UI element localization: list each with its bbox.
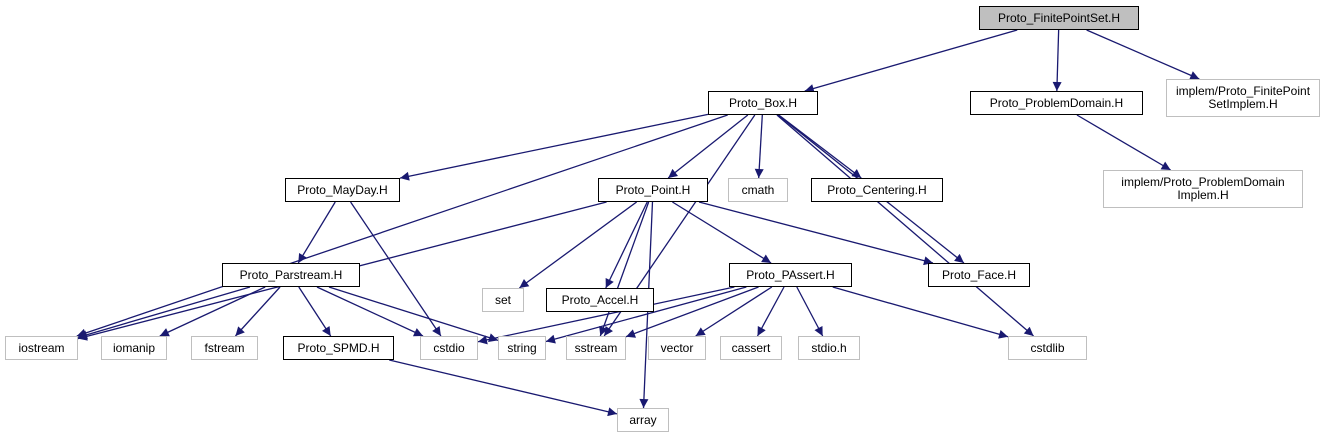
node-label: Proto_FinitePointSet.H: [997, 10, 1121, 25]
edge-box-to-cmath: [754, 114, 764, 179]
node-label: Proto_Point.H: [615, 182, 691, 197]
edge-finitepointset-to-fpsimplem: [1086, 29, 1200, 80]
edge-finitepointset-to-problemdomain: [1052, 29, 1062, 92]
node-string: string: [498, 336, 546, 360]
node-sstream: sstream: [566, 336, 626, 360]
edge-spmd-to-array: [389, 359, 618, 417]
node-fstream: fstream: [191, 336, 258, 360]
edge-mayday-to-cstdio: [350, 201, 442, 337]
edge-box-to-mayday: [399, 113, 709, 181]
node-vector: vector: [648, 336, 706, 360]
node-box[interactable]: Proto_Box.H: [708, 91, 818, 115]
node-cmath: cmath: [728, 178, 788, 202]
node-set: set: [482, 288, 524, 312]
node-label: fstream: [204, 340, 245, 355]
node-label: implem/Proto_FinitePoint SetImplem.H: [1175, 84, 1311, 111]
node-face[interactable]: Proto_Face.H: [928, 263, 1030, 287]
node-label: Proto_ProblemDomain.H: [989, 95, 1124, 110]
node-iostream: iostream: [5, 336, 78, 360]
edge-passert-to-sstream: [625, 286, 759, 338]
node-label: Proto_Accel.H: [561, 292, 639, 307]
node-label: sstream: [574, 340, 618, 355]
node-accel[interactable]: Proto_Accel.H: [546, 288, 654, 312]
edge-problemdomain-to-pdimplem: [1076, 114, 1171, 171]
node-point[interactable]: Proto_Point.H: [598, 178, 708, 202]
node-label: Proto_Centering.H: [827, 182, 927, 197]
edge-parstream-to-string: [328, 286, 499, 342]
edge-box-to-centering: [778, 114, 862, 179]
node-label: Proto_Parstream.H: [239, 267, 343, 282]
node-pdimplem: implem/Proto_ProblemDomain Implem.H: [1103, 170, 1303, 208]
edge-passert-to-stdioh: [796, 286, 824, 337]
edge-point-to-face: [698, 201, 934, 266]
edge-passert-to-cassert: [756, 286, 785, 337]
node-label: cstdio: [433, 340, 465, 355]
edge-passert-to-string: [545, 286, 747, 344]
node-iomanip: iomanip: [101, 336, 167, 360]
node-stdioh: stdio.h: [798, 336, 860, 360]
edge-mayday-to-parstream: [297, 201, 336, 264]
node-label: set: [494, 292, 511, 307]
node-label: cassert: [731, 340, 771, 355]
node-label: iomanip: [112, 340, 156, 355]
edge-box-to-cstdlib: [776, 114, 1034, 337]
edge-parstream-to-spmd: [298, 286, 332, 337]
node-label: implem/Proto_ProblemDomain Implem.H: [1121, 175, 1285, 202]
edge-point-to-accel: [605, 201, 648, 289]
edge-parstream-to-iomanip: [159, 286, 266, 337]
edge-point-to-passert: [672, 201, 772, 264]
edge-box-to-iostream: [76, 114, 728, 338]
node-label: cmath: [741, 182, 775, 197]
node-label: Proto_SPMD.H: [297, 340, 380, 355]
edge-passert-to-vector: [695, 286, 773, 337]
node-parstream[interactable]: Proto_Parstream.H: [222, 263, 360, 287]
node-label: string: [507, 340, 537, 355]
node-label: stdio.h: [811, 340, 847, 355]
node-label: vector: [660, 340, 694, 355]
node-label: Proto_PAssert.H: [746, 267, 835, 282]
node-mayday[interactable]: Proto_MayDay.H: [285, 178, 400, 202]
edge-parstream-to-cstdio: [316, 286, 424, 337]
node-label: Proto_Face.H: [941, 267, 1017, 282]
node-label: array: [629, 412, 657, 427]
node-passert[interactable]: Proto_PAssert.H: [729, 263, 852, 287]
node-cstdio: cstdio: [420, 336, 478, 360]
node-fpsimplem: implem/Proto_FinitePoint SetImplem.H: [1166, 79, 1320, 117]
node-cassert: cassert: [720, 336, 782, 360]
node-cstdlib: cstdlib: [1008, 336, 1087, 360]
edge-parstream-to-iostream: [77, 286, 251, 340]
edge-box-to-point: [667, 114, 749, 179]
node-finitepointset[interactable]: Proto_FinitePointSet.H: [979, 6, 1139, 30]
node-centering[interactable]: Proto_Centering.H: [811, 178, 943, 202]
node-label: iostream: [18, 340, 65, 355]
edge-parstream-to-fstream: [234, 286, 281, 337]
node-array: array: [617, 408, 669, 432]
node-problemdomain[interactable]: Proto_ProblemDomain.H: [970, 91, 1143, 115]
edge-passert-to-cstdio: [477, 286, 735, 345]
edge-passert-to-cstdlib: [832, 286, 1009, 339]
edge-finitepointset-to-box: [804, 29, 1018, 93]
edge-point-to-set: [518, 201, 638, 289]
node-label: cstdlib: [1030, 340, 1065, 355]
node-spmd[interactable]: Proto_SPMD.H: [283, 336, 394, 360]
node-label: Proto_Box.H: [728, 95, 798, 110]
node-label: Proto_MayDay.H: [297, 182, 388, 197]
